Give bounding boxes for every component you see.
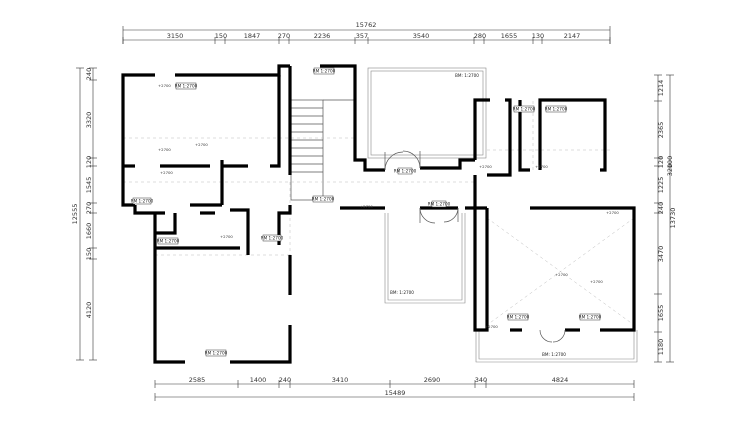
dim-bottom-5: 340 — [475, 376, 487, 384]
dim-right-outer-0: 100 — [666, 156, 674, 168]
elev-mark-8: +2700 — [535, 164, 548, 169]
ceiling-lines — [123, 101, 635, 326]
top-total-dimension: 15762 — [356, 21, 377, 29]
dim-top-2: 1847 — [244, 32, 261, 40]
walls — [121, 64, 636, 364]
label-room-m: RM 1:2700 — [579, 315, 602, 320]
doors — [384, 150, 566, 343]
dim-left-0: 240 — [85, 68, 93, 80]
elev-mark-5: +2700 — [220, 234, 233, 239]
dim-left-7: 4120 — [85, 302, 93, 319]
dim-bottom-0: 2585 — [189, 376, 206, 384]
bottom-total-dimension: 15489 — [385, 389, 406, 397]
elevation-marks: +2700 +2700 +2700 +2700 +2700 +2700 +270… — [158, 83, 619, 329]
label-room-k: RM 1:2700 — [205, 351, 228, 356]
elev-mark-7: +2700 — [479, 164, 492, 169]
staircase — [290, 99, 355, 201]
dim-right-3: 1225 — [657, 177, 665, 194]
label-balcony-bottom: BM: 1:2700 — [542, 352, 566, 357]
dim-right-1: 2365 — [657, 122, 665, 139]
dim-right-2: 120 — [657, 156, 665, 168]
bottom-dimension-chain: 2585 1400 240 3410 2690 340 4824 15489 — [154, 376, 635, 401]
top-dimension-chain: 15762 3150 150 1847 270 2236 357 3540 28… — [122, 21, 611, 44]
room-labels: RM 1:2700 RM 1:2700 BM: 1:2700 RM 1:2700… — [131, 67, 602, 357]
label-room-h: RM 1:2700 — [428, 202, 451, 207]
left-dimension-chain: 12555 240 3320 120 1545 270 1660 150 412… — [71, 67, 97, 361]
label-room-b: RM 1:2700 — [313, 69, 336, 74]
right-dimension-chain: 1214 2365 120 1225 240 3470 1655 1180 13… — [654, 74, 677, 363]
label-balcony-left: BM: 1:2700 — [390, 290, 414, 295]
right-total-dimension: 13730 — [669, 208, 677, 229]
elev-mark-3: +2700 — [158, 147, 171, 152]
label-room-d: RM 1:2700 — [545, 107, 568, 112]
dim-bottom-2: 240 — [279, 376, 291, 384]
dim-right-0: 1214 — [657, 80, 665, 97]
elev-mark-12: +2700 — [485, 324, 498, 329]
dim-right-outer-1: 320 — [666, 164, 674, 176]
dim-top-3: 270 — [278, 32, 290, 40]
label-room-i: RM 1:2700 — [157, 239, 180, 244]
dim-left-6: 150 — [85, 248, 93, 260]
elev-mark-6: +2700 — [360, 204, 373, 209]
dim-top-4: 2236 — [314, 32, 331, 40]
dim-bottom-3: 3410 — [332, 376, 349, 384]
label-balcony-top: BM: 1:2700 — [455, 73, 479, 78]
dim-right-5: 3470 — [657, 246, 665, 263]
elev-mark-9: +2700 — [606, 210, 619, 215]
dim-left-2: 120 — [85, 156, 93, 168]
label-room-c: RM 1:2700 — [513, 107, 536, 112]
dim-top-6: 3540 — [413, 32, 430, 40]
dim-top-8: 1655 — [501, 32, 518, 40]
dim-top-1: 150 — [215, 32, 227, 40]
dim-left-3: 1545 — [85, 177, 93, 194]
elev-mark-2: +2700 — [195, 142, 208, 147]
dim-left-4: 270 — [85, 202, 93, 214]
left-total-dimension: 12555 — [71, 204, 79, 225]
dim-right-6: 1655 — [657, 305, 665, 322]
elev-mark-1: +2700 — [158, 83, 171, 88]
dim-right-7: 1180 — [657, 339, 665, 356]
elev-mark-10: +2700 — [555, 272, 568, 277]
label-room-e: RM 1:2700 — [131, 199, 154, 204]
dim-left-1: 3320 — [85, 112, 93, 129]
elev-mark-4: +2700 — [160, 170, 173, 175]
dim-top-9: 130 — [532, 32, 544, 40]
dim-right-4: 240 — [657, 202, 665, 214]
label-room-j: RM 1:2700 — [261, 236, 284, 241]
dim-top-5: 357 — [356, 32, 368, 40]
label-room-f: RM 1:2700 — [312, 197, 335, 202]
label-room-l: RM 1:2700 — [507, 315, 530, 320]
dim-bottom-1: 1400 — [250, 376, 267, 384]
dim-bottom-4: 2690 — [424, 376, 441, 384]
dim-top-0: 3150 — [167, 32, 184, 40]
dim-bottom-6: 4824 — [552, 376, 569, 384]
label-room-g: RM 1:2700 — [394, 169, 417, 174]
dim-top-7: 280 — [474, 32, 486, 40]
dim-left-5: 1660 — [85, 223, 93, 240]
elev-mark-11: +2700 — [590, 279, 603, 284]
balcony-outlines — [367, 67, 638, 363]
dim-top-10: 2147 — [564, 32, 581, 40]
label-room-a: RM 1:2700 — [175, 84, 198, 89]
